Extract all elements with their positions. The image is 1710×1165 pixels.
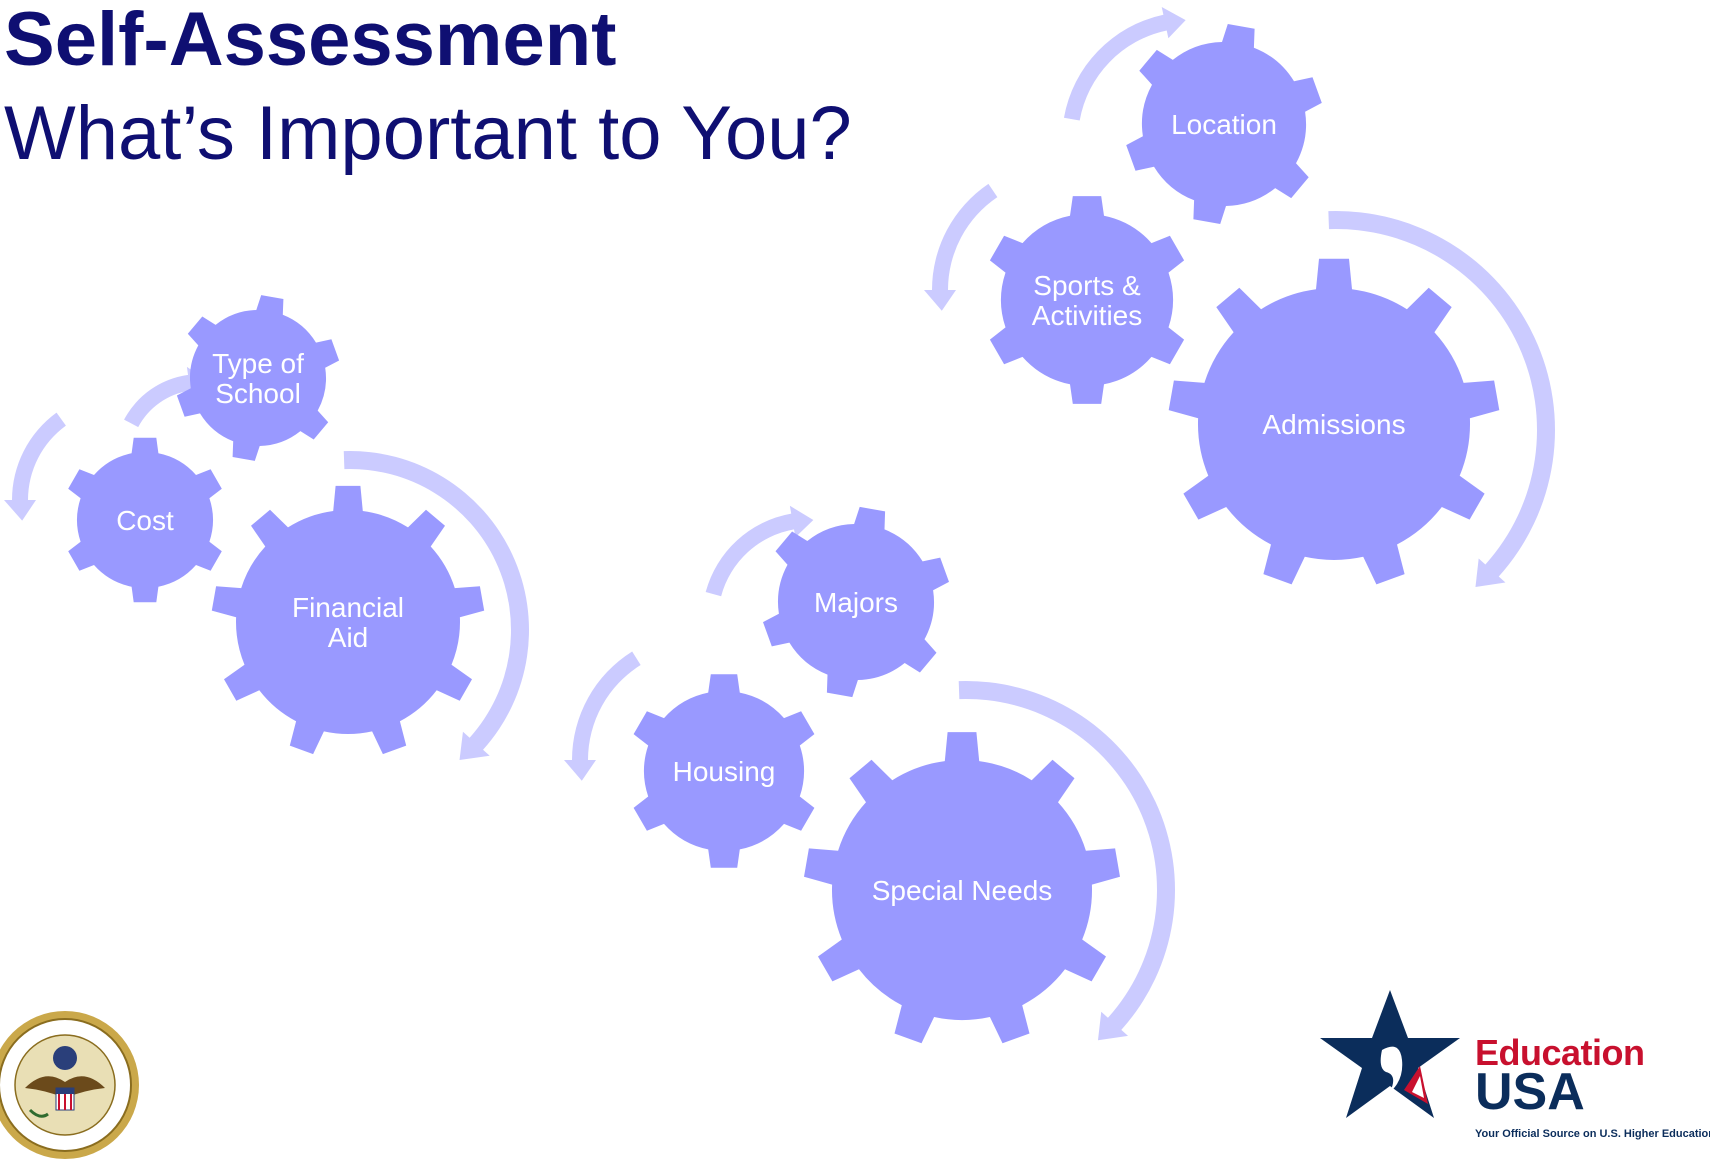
gear-label-cost: Cost — [116, 505, 174, 536]
gear-label-admissions: Admissions — [1262, 409, 1405, 440]
gear-label-type-of-school: Type of — [212, 348, 304, 379]
cycle-arrows — [4, 6, 1555, 1041]
arrow-mid-right-cluster — [1063, 6, 1186, 121]
gear-label-housing: Housing — [673, 756, 776, 787]
logo-tagline: Your Official Source on U.S. Higher Educ… — [1475, 1128, 1710, 1140]
arrow-mid-middle-cluster — [705, 505, 814, 597]
slide-subtitle: What’s Important to You? — [4, 91, 852, 176]
arrow-small-middle-cluster — [564, 651, 641, 781]
gear-financial-aid — [211, 485, 485, 755]
slide-title: Self-Assessment — [4, 0, 617, 82]
arrow-large-right-cluster — [1328, 211, 1555, 587]
arrow-small-right-cluster — [924, 183, 998, 311]
gear-cost — [68, 437, 222, 603]
consulate-seal — [0, 1010, 150, 1165]
gear-sports-activities — [989, 196, 1185, 404]
gear-label-majors: Majors — [814, 587, 898, 618]
gear-special-needs — [804, 732, 1120, 1044]
arrow-small-left-cluster — [4, 412, 66, 521]
arrow-large-left-cluster — [343, 451, 529, 761]
education-usa-logo: Education USA Your Official Source on U.… — [1320, 980, 1710, 1140]
star-icon — [1320, 990, 1460, 1118]
gear-admissions — [1168, 258, 1500, 585]
gear-label-financial-aid: Aid — [328, 622, 368, 653]
gear-label-type-of-school: School — [215, 378, 301, 409]
gear-label-special-needs: Special Needs — [872, 875, 1053, 906]
gear-label-location: Location — [1171, 109, 1277, 140]
logo-word-usa: USA — [1475, 1063, 1585, 1121]
gear-housing — [633, 674, 815, 868]
gear-label-financial-aid: Financial — [292, 592, 404, 623]
logo-word-education: Education — [1475, 1032, 1645, 1073]
gear-location — [1126, 24, 1322, 224]
arrow-large-middle-cluster — [958, 681, 1175, 1041]
gear-label-sports-activities: Activities — [1032, 300, 1142, 331]
gear-label-sports-activities: Sports & — [1033, 270, 1141, 301]
gear-majors — [763, 506, 949, 698]
gear-type-of-school — [176, 295, 340, 461]
arrow-mid-left-cluster — [124, 366, 210, 428]
